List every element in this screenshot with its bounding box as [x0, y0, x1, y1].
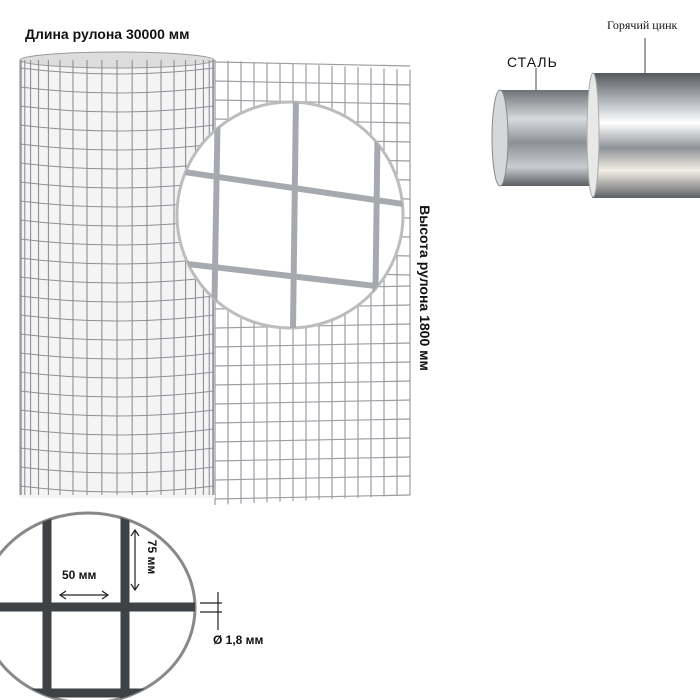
wire [214, 418, 411, 424]
wire [214, 99, 411, 105]
cell-height-label: 75 мм [145, 539, 160, 575]
zinc-label: Горячий цинк [607, 18, 678, 32]
zoom-circle [175, 100, 405, 330]
wire [19, 409, 215, 417]
wire [214, 361, 411, 367]
wire [19, 447, 215, 455]
wire [19, 485, 215, 493]
wire [214, 399, 411, 405]
wire [214, 494, 411, 500]
cell-width-label: 50 мм [62, 568, 97, 582]
wire [214, 475, 411, 481]
wire-cross-section [491, 38, 700, 198]
wire [214, 61, 411, 67]
wire [214, 437, 411, 443]
wire [19, 105, 215, 113]
roll-height-label: Высота рулона 1800 мм [417, 205, 433, 371]
detail-circle [0, 511, 222, 700]
wire [19, 352, 215, 360]
wire [19, 428, 215, 436]
wire [214, 456, 411, 462]
wire [19, 371, 215, 379]
mesh-roll [19, 51, 215, 498]
wire [214, 80, 411, 86]
roll-length-label: Длина рулона 30000 мм [25, 26, 190, 42]
wire-diameter-label: Ø 1,8 мм [213, 633, 264, 647]
wire [19, 314, 215, 322]
wire [19, 390, 215, 398]
wire [19, 86, 215, 94]
wire [19, 67, 215, 75]
wire [19, 295, 215, 303]
wire [19, 333, 215, 341]
wire [214, 342, 411, 348]
wire [19, 276, 215, 284]
wire [19, 143, 215, 151]
steel-label: СТАЛЬ [507, 54, 558, 70]
wire [214, 380, 411, 386]
wire [19, 466, 215, 474]
wire [19, 124, 215, 132]
